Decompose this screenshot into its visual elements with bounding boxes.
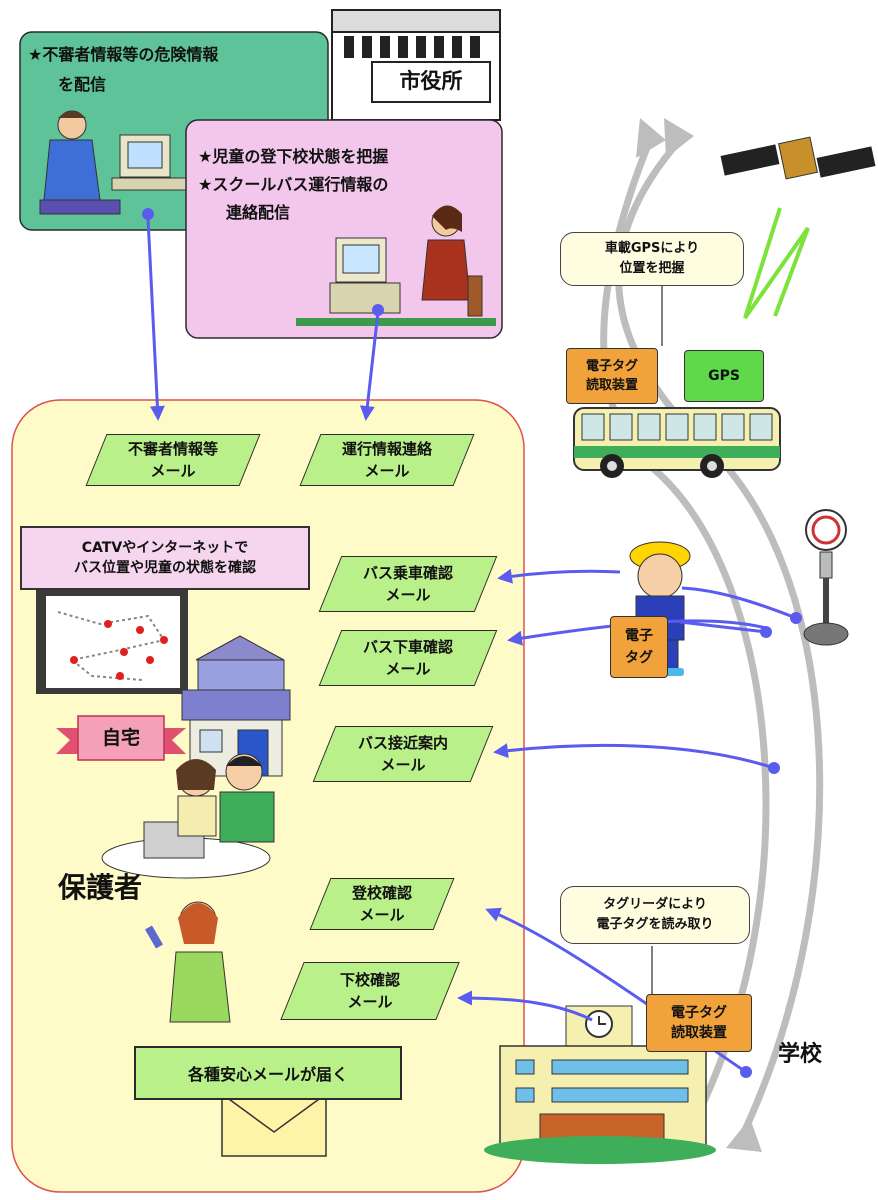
- gps-callout: 車載GPSにより 位置を把握: [560, 232, 744, 286]
- mail-operation-line1: 運行情報連絡: [341, 440, 432, 458]
- danger-info-line2: を配信: [58, 75, 107, 94]
- home-ribbon: [56, 715, 186, 761]
- school-status-line2: ★スクールバス運行情報の: [198, 175, 389, 194]
- mail-approach-line2: メール: [380, 756, 426, 774]
- mail-bus-approach: バス接近案内メール: [312, 726, 494, 782]
- mail-boarding-line2: メール: [385, 586, 431, 604]
- catv-info-line1: CATVやインターネットで: [81, 540, 249, 556]
- connector-lines: [679, 586, 797, 634]
- mail-departure-line1: 下校確認: [339, 971, 400, 989]
- satellite-illustration: [720, 136, 876, 180]
- child-tag-line2: タグ: [625, 650, 653, 666]
- operator-woman-illustration: [296, 205, 496, 326]
- school-tag-reader-line2: 読取装置: [671, 1025, 727, 1041]
- info-panel-school-status: [185, 119, 503, 339]
- gps-callout-line1: 車載GPSにより: [604, 241, 700, 256]
- mail-suspicious-line2: メール: [150, 462, 196, 480]
- school-status-line3: 連絡配信: [226, 203, 291, 222]
- safety-mail-banner: 各種安心メールが届く: [134, 1046, 402, 1100]
- connector-nodes: [142, 208, 802, 1078]
- mail-operation-line2: メール: [364, 462, 410, 480]
- mail-operation-info: 運行情報連絡メール: [299, 434, 475, 486]
- gps-box: GPS: [684, 350, 764, 402]
- school-illustration: [484, 1005, 716, 1164]
- mail-boarding-line1: バス乗車確認: [362, 564, 453, 582]
- house-illustration: [181, 635, 291, 777]
- mail-arrival-line1: 登校確認: [351, 884, 412, 902]
- gps-callout-line2: 位置を把握: [619, 261, 685, 276]
- mail-suspicious-line1: 不審者情報等: [127, 440, 218, 458]
- bus-stop-illustration: [803, 509, 849, 646]
- bus-tag-reader: 電子タグ 読取装置: [566, 348, 658, 404]
- child-tag-line1: 電子: [625, 628, 653, 644]
- envelope-illustration: [221, 1093, 327, 1157]
- school-label: 学校: [778, 1042, 823, 1067]
- mail-departure-line2: メール: [347, 993, 393, 1011]
- family-illustration: [101, 753, 275, 879]
- home-label: 自宅: [101, 727, 140, 749]
- guardian-woman-illustration: [145, 901, 231, 1023]
- operator-man-illustration: [39, 110, 203, 215]
- tag-reader-callout-line2: 電子タグを読み取り: [596, 917, 714, 932]
- mail-approach-line1: バス接近案内: [357, 734, 448, 752]
- gps-signal-zigzag: [743, 207, 810, 320]
- tag-reader-callout-line1: タグリーダにより: [603, 897, 707, 912]
- mail-bus-alighting: バス下車確認メール: [318, 630, 498, 686]
- tag-reader-callout: タグリーダにより 電子タグを読み取り: [560, 886, 750, 944]
- route-arrowheads: [636, 118, 762, 1152]
- mail-alighting-line1: バス下車確認: [362, 638, 453, 656]
- mail-arrival-line2: メール: [359, 906, 405, 924]
- bus-illustration: [573, 407, 781, 478]
- city-hall-building: [331, 9, 501, 121]
- mail-school-arrival: 登校確認メール: [309, 878, 455, 930]
- school-tag-reader-line1: 電子タグ: [671, 1005, 727, 1021]
- bus-tag-reader-line2: 読取装置: [585, 378, 638, 393]
- mail-school-departure: 下校確認メール: [280, 962, 460, 1020]
- mail-bus-boarding: バス乗車確認メール: [318, 556, 498, 612]
- school-tag-reader: 電子タグ 読取装置: [646, 994, 752, 1052]
- mail-alighting-line2: メール: [385, 660, 431, 678]
- city-hall-label: 市役所: [399, 69, 463, 93]
- catv-info-box: CATVやインターネットで バス位置や児童の状態を確認: [20, 526, 310, 590]
- bus-tag-reader-line1: 電子タグ: [585, 359, 638, 374]
- mail-suspicious-info: 不審者情報等メール: [85, 434, 261, 486]
- school-status-line1: ★児童の登下校状態を把握: [198, 147, 389, 166]
- guardian-label: 保護者: [58, 871, 143, 904]
- child-electronic-tag: 電子 タグ: [610, 616, 668, 678]
- danger-info-line1: ★不審者情報等の危険情報: [28, 45, 219, 64]
- catv-info-line2: バス位置や児童の状態を確認: [74, 560, 256, 576]
- catv-monitor: [36, 588, 188, 694]
